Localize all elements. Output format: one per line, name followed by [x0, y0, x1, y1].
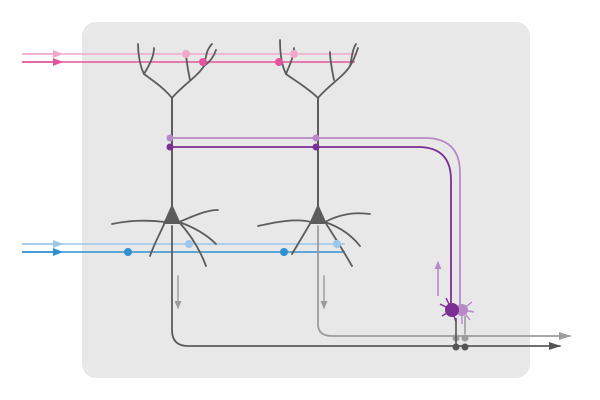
- synapse-dot: [290, 50, 298, 58]
- interneurons: [439, 297, 475, 344]
- pyramidal-neuron-1: [111, 43, 561, 350]
- purple-feedback-light: [170, 137, 461, 305]
- synapse-dot: [333, 240, 341, 248]
- synapse-dot: [312, 134, 320, 142]
- purple-feedback-pathways: [170, 137, 461, 305]
- synapse-dot: [124, 248, 132, 256]
- synapse-dot: [275, 58, 283, 66]
- pyramidal-neuron-2: [257, 39, 571, 340]
- synapse-dot: [185, 240, 193, 248]
- circuit-panel: [82, 22, 530, 378]
- synapse-dot: [312, 143, 320, 151]
- synapse-dot: [166, 143, 174, 151]
- interneuron-dark: [439, 297, 459, 323]
- synapse-dot: [182, 50, 190, 58]
- purple-feedback-dark: [170, 146, 452, 305]
- synapse-dot: [280, 248, 288, 256]
- synapse-dot: [461, 343, 469, 351]
- synapses: [124, 50, 469, 351]
- synapse-dot: [166, 134, 174, 142]
- synapse-dot: [452, 343, 460, 351]
- synapse-dot: [461, 334, 469, 342]
- interneuron-light: [456, 301, 475, 324]
- blue-input-pathways: [22, 240, 345, 256]
- synapse-dot: [199, 58, 207, 66]
